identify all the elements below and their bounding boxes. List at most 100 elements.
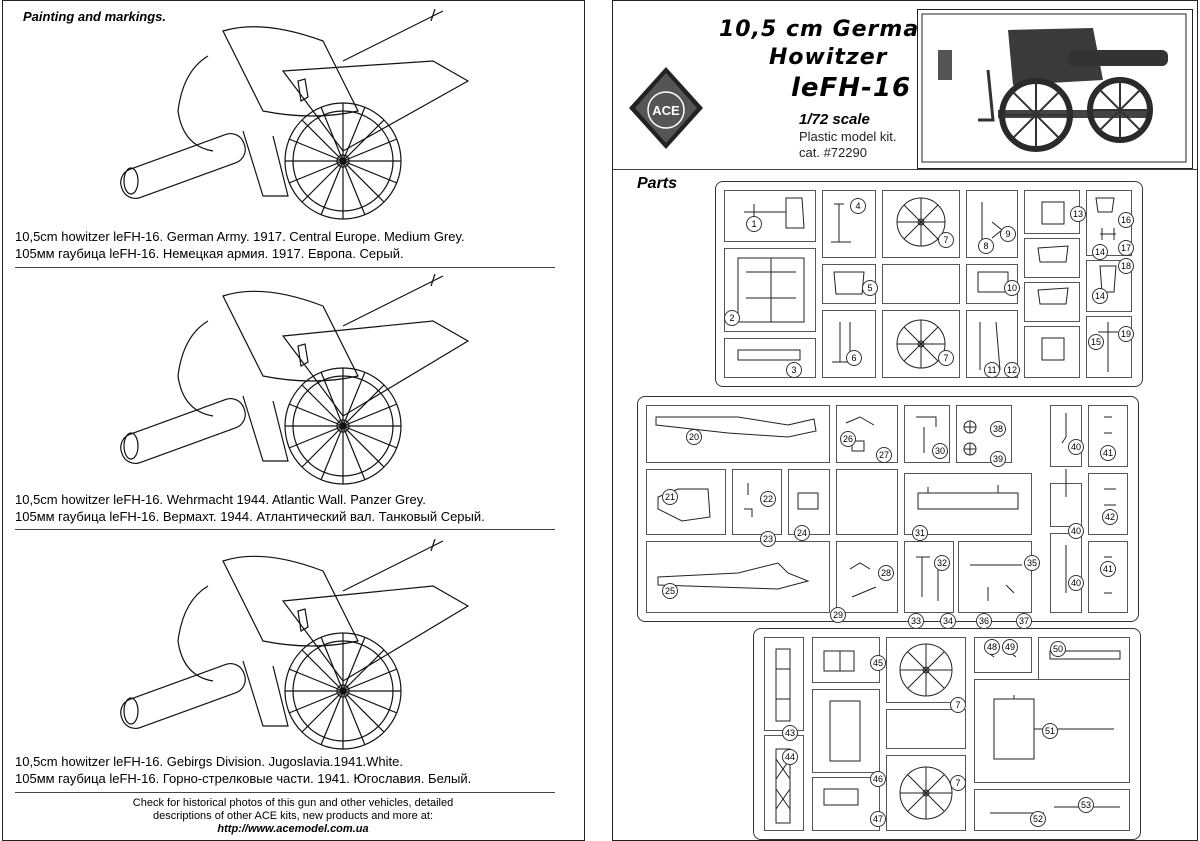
sprue-a-cell — [822, 310, 876, 378]
part-number-13: 13 — [1070, 206, 1086, 222]
part-number-16: 16 — [1118, 212, 1134, 228]
part-number-28: 28 — [878, 565, 894, 581]
part-number-27: 27 — [876, 447, 892, 463]
ace-logo: ACE — [629, 67, 703, 149]
part-number-22: 22 — [760, 491, 776, 507]
variant-1-en: 10,5cm howitzer leFH-16. German Army. 19… — [15, 229, 465, 244]
part-number-41: 41 — [1100, 561, 1116, 577]
sprue-b-cell — [904, 405, 950, 463]
part-number-7: 7 — [938, 350, 954, 366]
part-number-18: 18 — [1118, 258, 1134, 274]
sprue-b-cell — [1050, 405, 1082, 467]
scale-label: 1/72 scale — [799, 111, 870, 128]
sprue-a-cell — [724, 338, 816, 378]
part-number-20: 20 — [686, 429, 702, 445]
part-number-7: 7 — [938, 232, 954, 248]
sprue-a-cell — [1024, 238, 1080, 278]
sprue-a-cell — [882, 264, 960, 304]
right-page: ACE 10,5 cm German Howitzer leFH-16 1/72… — [612, 0, 1198, 841]
part-number-51: 51 — [1042, 723, 1058, 739]
part-number-4: 4 — [850, 198, 866, 214]
footer-line-2: descriptions of other ACE kits, new prod… — [152, 810, 434, 822]
sprue-b-cell — [904, 541, 954, 613]
sprue-b-cell — [646, 469, 726, 535]
sprue-a-cell — [724, 190, 816, 242]
part-number-9: 9 — [1000, 226, 1016, 242]
part-number-7: 7 — [950, 775, 966, 791]
part-number-29: 29 — [830, 607, 846, 623]
part-number-30: 30 — [932, 443, 948, 459]
sprue-b-cell — [1088, 541, 1128, 613]
howitzer-drawing-2 — [120, 273, 470, 485]
howitzer-photo — [921, 13, 1187, 163]
sprue-b-cell — [958, 541, 1032, 613]
part-number-19: 19 — [1118, 326, 1134, 342]
part-number-2: 2 — [724, 310, 740, 326]
part-number-42: 42 — [1102, 509, 1118, 525]
part-number-31: 31 — [912, 525, 928, 541]
part-number-3: 3 — [786, 362, 802, 378]
howitzer-drawing-3 — [120, 538, 470, 750]
part-number-23: 23 — [760, 531, 776, 547]
part-number-44: 44 — [782, 749, 798, 765]
sprue-a-parts — [737, 197, 1118, 372]
cat-label: cat. #72290 — [799, 145, 867, 160]
part-number-46: 46 — [870, 771, 886, 787]
part-number-39: 39 — [990, 451, 1006, 467]
sprue-b-cell — [904, 473, 1032, 535]
part-number-32: 32 — [934, 555, 950, 571]
sprue-c-cell — [974, 637, 1032, 673]
parts-heading: Parts — [637, 175, 678, 192]
part-number-52: 52 — [1030, 811, 1046, 827]
logo-text: ACE — [652, 103, 680, 118]
title-line-3: leFH-16 — [791, 73, 912, 103]
part-number-7: 7 — [950, 697, 966, 713]
part-number-40: 40 — [1068, 575, 1084, 591]
part-number-25: 25 — [662, 583, 678, 599]
variant-2-ru: 105мм гаубица leFH-16. Вермахт. 1944. Ат… — [15, 509, 485, 524]
part-number-40: 40 — [1068, 523, 1084, 539]
part-number-43: 43 — [782, 725, 798, 741]
howitzer-drawing-1 — [120, 8, 470, 220]
part-number-14: 14 — [1092, 244, 1108, 260]
variant-1-ru: 105мм гаубица leFH-16. Немецкая армия. 1… — [15, 246, 404, 261]
sprue-c-cell — [886, 709, 966, 749]
part-number-6: 6 — [846, 350, 862, 366]
sprue-b-cell — [788, 469, 830, 535]
divider-1 — [15, 267, 555, 268]
sprue-a-cell — [822, 264, 876, 304]
painting-heading: Painting and markings. — [23, 9, 167, 24]
part-number-10: 10 — [1004, 280, 1020, 296]
part-number-34: 34 — [940, 613, 956, 629]
part-number-17: 17 — [1118, 240, 1134, 256]
divider-3 — [15, 792, 555, 793]
kit-label: Plastic model kit. — [799, 129, 897, 144]
part-number-26: 26 — [840, 431, 856, 447]
part-number-5: 5 — [862, 280, 878, 296]
part-number-53: 53 — [1078, 797, 1094, 813]
part-number-40: 40 — [1068, 439, 1084, 455]
part-number-38: 38 — [990, 421, 1006, 437]
part-number-47: 47 — [870, 811, 886, 827]
part-number-45: 45 — [870, 655, 886, 671]
photo-frame — [917, 9, 1193, 169]
part-number-15: 15 — [1088, 334, 1104, 350]
website-link[interactable]: http://www.acemodel.com.ua — [217, 823, 369, 835]
part-number-1: 1 — [746, 216, 762, 232]
variant-3-ru: 105мм гаубица leFH-16. Горно-стрелковые … — [15, 771, 472, 786]
title-line-1: 10,5 cm German — [719, 17, 936, 42]
part-number-35: 35 — [1024, 555, 1040, 571]
divider-2 — [15, 529, 555, 530]
part-number-41: 41 — [1100, 445, 1116, 461]
sprue-c-cell — [812, 777, 880, 831]
part-number-36: 36 — [976, 613, 992, 629]
sprue-c-cell — [812, 689, 880, 773]
part-number-14: 14 — [1092, 288, 1108, 304]
part-number-24: 24 — [794, 525, 810, 541]
sprue-a-cell — [724, 248, 816, 332]
footer: Check for historical photos of this gun … — [43, 797, 543, 836]
part-number-49: 49 — [1002, 639, 1018, 655]
